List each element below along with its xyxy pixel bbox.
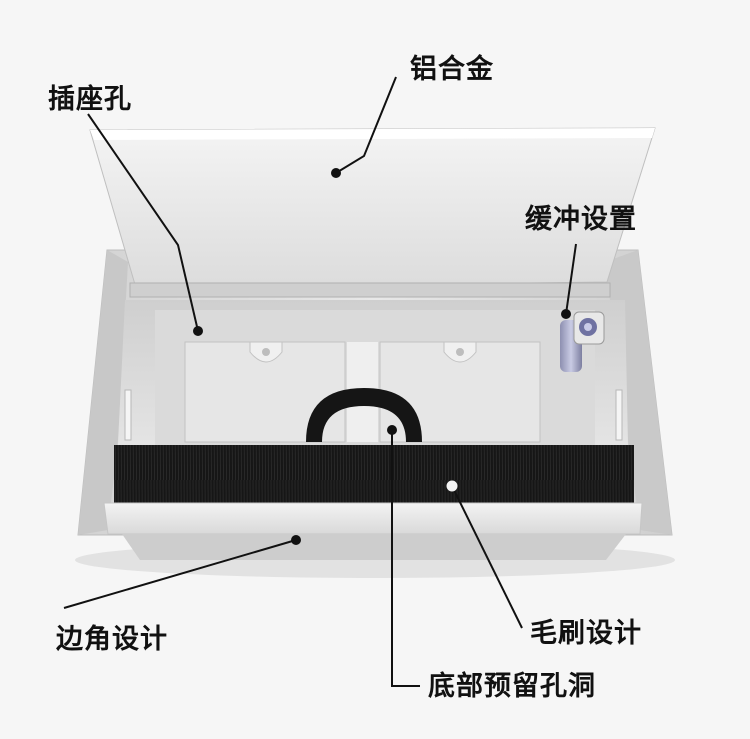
lid-hinge <box>129 282 611 298</box>
label-socket-hole: 插座孔 <box>48 84 132 115</box>
callout-dot-aluminum <box>331 168 341 178</box>
callout-dot-brush <box>446 480 458 492</box>
label-bottom-reserved-hole: 底部预留孔洞 <box>428 671 596 702</box>
callout-dot-socket <box>193 326 203 336</box>
label-brush-design: 毛刷设计 <box>530 618 642 649</box>
label-corner-design: 边角设计 <box>56 624 168 655</box>
front-panel <box>103 502 643 560</box>
buffer-cylinder <box>560 311 605 372</box>
callout-dot-buffer <box>561 309 571 319</box>
brush-strip <box>114 445 634 503</box>
callout-lines <box>63 76 577 687</box>
inner-cavity <box>118 300 628 445</box>
bottom-hole-grommet <box>306 388 422 442</box>
label-aluminum-alloy: 铝合金 <box>410 54 494 85</box>
callout-dots <box>193 168 571 545</box>
callout-line-aluminum <box>335 76 397 174</box>
callout-line-corner <box>63 539 297 609</box>
callout-line-buffer <box>565 243 577 315</box>
callout-line-socket <box>87 113 199 332</box>
callout-dot-corner <box>291 535 301 545</box>
callout-dot-bottom-hole <box>387 425 397 435</box>
left-corner <box>78 250 128 535</box>
label-buffer-setting: 缓冲设置 <box>525 204 637 235</box>
callout-line-brush <box>451 485 523 629</box>
callout-line-bottom-hole <box>391 432 420 687</box>
